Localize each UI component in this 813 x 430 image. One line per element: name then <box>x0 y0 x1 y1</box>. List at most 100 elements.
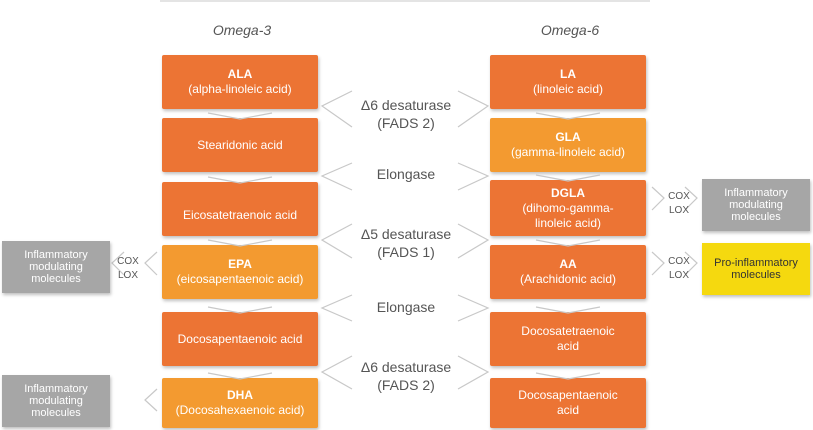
enzyme-elongase-2: Elongase <box>331 298 481 316</box>
enzyme-1-gene: (FADS 2) <box>377 115 435 131</box>
epa-inflammatory-modulating-box: Inflammatory modulating molecules <box>2 241 110 293</box>
chevron-down-icon <box>535 306 601 314</box>
ala-subtitle: (alpha-linoleic acid) <box>188 82 292 96</box>
gla-box: GLA (gamma-linoleic acid) <box>490 118 646 172</box>
docosatetraenoic-label-2: acid <box>556 339 579 353</box>
aa-subtitle: (Arachidonic acid) <box>519 272 617 286</box>
docosapentaenoic-omega3-box: Docosapentaenoic acid <box>162 312 318 366</box>
enzyme-delta5-desaturase: Δ5 desaturase (FADS 1) <box>331 225 481 261</box>
docosatetraenoic-box: Docosatetraenoic acid <box>490 312 646 366</box>
epa-output-line1: Inflammatory <box>24 249 88 261</box>
la-box: LA (linoleic acid) <box>490 55 646 109</box>
la-title: LA <box>560 67 576 81</box>
dgla-lox-label: LOX <box>668 205 689 216</box>
docosapentaenoic-omega6-label: Docosapentaenoic <box>518 388 618 402</box>
dha-output-line2: modulating <box>29 395 83 407</box>
eicosatetraenoic-label: Eicosatetraenoic acid <box>182 207 298 222</box>
docosapentaenoic-omega6-label-2: acid <box>556 403 579 417</box>
docosapentaenoic-omega3-label: Docosapentaenoic acid <box>177 331 303 346</box>
chevron-left-icon <box>111 251 125 276</box>
dha-output-line1: Inflammatory <box>24 383 88 395</box>
epa-lox-label: LOX <box>117 270 138 281</box>
chevron-left-icon <box>144 388 158 412</box>
chevron-down-icon <box>535 112 601 120</box>
top-divider <box>160 0 650 2</box>
dha-subtitle: (Docosahexaenoic acid) <box>175 403 305 417</box>
dgla-cox-label: COX <box>668 191 690 202</box>
chevron-left-icon <box>320 355 353 390</box>
enzyme-1-name: Δ6 desaturase <box>360 97 452 113</box>
aa-cox-lox: COX LOX <box>664 255 694 283</box>
omega6-column-title: Omega-6 <box>540 22 600 38</box>
enzyme-delta6-desaturase-2: Δ6 desaturase (FADS 2) <box>331 358 481 394</box>
chevron-right-icon <box>457 90 490 128</box>
epa-title: EPA <box>228 257 252 271</box>
dgla-subtitle: (dihomo-gamma- <box>522 200 614 215</box>
chevron-down-icon <box>535 372 601 380</box>
dgla-title: DGLA <box>551 185 585 200</box>
chevron-down-icon <box>207 112 273 120</box>
aa-output-line1: Pro-inflammatory <box>714 257 798 269</box>
aa-title: AA <box>559 257 577 271</box>
dgla-box: DGLA (dihomo-gamma- linoleic acid) <box>490 180 646 236</box>
docosatetraenoic-label: Docosatetraenoic <box>521 324 615 338</box>
chevron-down-icon <box>207 176 273 184</box>
aa-output-line2: molecules <box>731 269 781 281</box>
chevron-left-icon <box>320 294 353 322</box>
chevron-down-icon <box>207 306 273 314</box>
dha-title: DHA <box>227 388 253 402</box>
epa-subtitle: (eicosapentaenoic acid) <box>176 272 304 286</box>
dgla-output-line3: molecules <box>731 211 781 223</box>
gla-subtitle: (gamma-linoleic acid) <box>510 145 626 159</box>
enzyme-delta6-desaturase-1: Δ6 desaturase (FADS 2) <box>331 96 481 132</box>
chevron-down-icon <box>207 372 273 380</box>
chevron-down-icon <box>535 174 601 182</box>
dgla-output-line1: Inflammatory <box>724 187 788 199</box>
la-subtitle: (linoleic acid) <box>532 82 604 96</box>
epa-output-line3: molecules <box>31 273 81 285</box>
epa-cox-label: COX <box>117 256 139 267</box>
stearidonic-label: Stearidonic acid <box>197 137 283 152</box>
chevron-left-icon <box>320 90 353 128</box>
enzyme-3-gene: (FADS 1) <box>377 244 435 260</box>
eicosatetraenoic-box: Eicosatetraenoic acid <box>162 182 318 236</box>
enzyme-elongase-1: Elongase <box>331 165 481 183</box>
omega3-column-title: Omega-3 <box>212 22 272 38</box>
aa-pro-inflammatory-box: Pro-inflammatory molecules <box>702 243 810 295</box>
aa-cox-label: COX <box>668 256 690 267</box>
enzyme-5-gene: (FADS 2) <box>377 377 435 393</box>
chevron-left-icon <box>320 223 353 259</box>
docosapentaenoic-omega6-box: Docosapentaenoic acid <box>490 378 646 428</box>
dgla-inflammatory-modulating-box: Inflammatory modulating molecules <box>702 179 810 231</box>
epa-cox-lox: COX LOX <box>113 255 143 283</box>
ala-box: ALA (alpha-linoleic acid) <box>162 55 318 109</box>
chevron-right-icon <box>651 251 665 276</box>
dgla-output-line2: modulating <box>729 199 783 211</box>
chevron-down-icon <box>535 239 601 247</box>
stearidonic-box: Stearidonic acid <box>162 118 318 172</box>
aa-box: AA (Arachidonic acid) <box>490 245 646 299</box>
dha-inflammatory-modulating-box: Inflammatory modulating molecules <box>2 375 110 427</box>
chevron-right-icon <box>684 186 698 211</box>
chevron-right-icon <box>651 186 665 211</box>
enzyme-3-name: Δ5 desaturase <box>360 226 452 242</box>
epa-box: EPA (eicosapentaenoic acid) <box>162 245 318 299</box>
epa-output-line2: modulating <box>29 261 83 273</box>
chevron-left-icon <box>320 162 353 191</box>
chevron-right-icon <box>457 355 490 390</box>
enzyme-4-name: Elongase <box>376 299 436 315</box>
aa-lox-label: LOX <box>668 270 689 281</box>
gla-title: GLA <box>555 130 581 144</box>
chevron-right-icon <box>457 294 490 322</box>
ala-title: ALA <box>227 67 253 81</box>
dha-output-line3: molecules <box>31 407 81 419</box>
enzyme-5-name: Δ6 desaturase <box>360 359 452 375</box>
dha-box: DHA (Docosahexaenoic acid) <box>162 378 318 428</box>
dgla-subtitle-2: linoleic acid) <box>534 215 602 230</box>
chevron-right-icon <box>457 162 490 191</box>
chevron-right-icon <box>684 251 698 276</box>
chevron-down-icon <box>207 239 273 247</box>
dgla-cox-lox: COX LOX <box>664 190 694 218</box>
chevron-left-icon <box>144 251 158 276</box>
